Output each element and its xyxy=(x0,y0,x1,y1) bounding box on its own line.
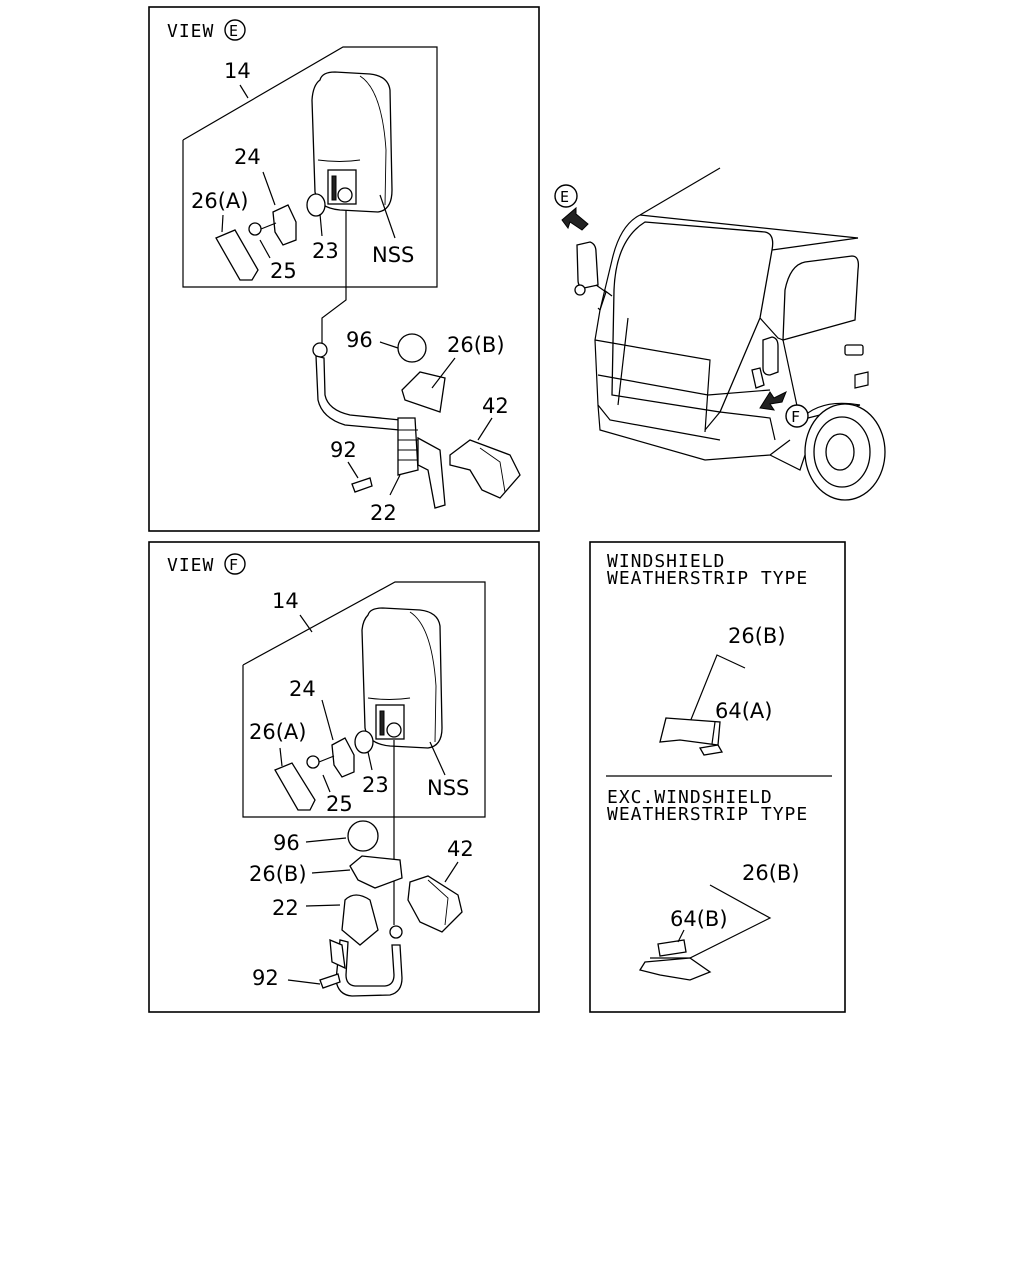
inset-bottom-64b: 64(B) xyxy=(670,907,728,931)
label-nss: NSS xyxy=(372,243,414,267)
inset-bottom-26b: 26(B) xyxy=(742,861,800,885)
seal-26b-f xyxy=(349,855,403,889)
view-e-marker xyxy=(224,19,246,41)
label-96-f: 96 xyxy=(273,831,300,855)
label-26a: 26(A) xyxy=(191,189,248,213)
mirror-head xyxy=(311,71,393,213)
inset-top-26b: 26(B) xyxy=(728,624,786,648)
view-f-arrow-marker xyxy=(785,404,809,428)
truck-illustration: E F xyxy=(554,167,886,501)
view-e-arrow-marker xyxy=(554,184,578,208)
mirror-stay xyxy=(312,210,446,509)
label-42: 42 xyxy=(482,394,509,418)
mirror-stay-f xyxy=(329,894,403,997)
label-nss-f: NSS xyxy=(427,776,469,800)
panel-view-e: VIEW E xyxy=(148,6,540,532)
label-26a-f: 26(A) xyxy=(249,720,306,744)
label-25: 25 xyxy=(270,259,297,283)
label-26b-f: 26(B) xyxy=(249,862,307,886)
label-96: 96 xyxy=(346,328,373,352)
panel-e-frame xyxy=(148,6,540,532)
seal-26b-top xyxy=(659,717,721,746)
cap-23 xyxy=(306,193,326,217)
screw-25-f xyxy=(306,755,320,769)
view-f-marker xyxy=(224,553,246,575)
cap-96-f xyxy=(347,820,379,852)
cap-96 xyxy=(397,333,427,363)
panel-view-f: VIEW F xyxy=(148,541,540,1013)
bolt-92 xyxy=(351,477,373,493)
base-42 xyxy=(449,439,521,499)
label-42-f: 42 xyxy=(447,837,474,861)
bracket-24-f xyxy=(331,737,355,778)
inset-bottom-bracket xyxy=(650,884,772,959)
label-14: 14 xyxy=(224,59,251,83)
inset-top-caption-1: WINDSHIELD xyxy=(607,551,725,572)
label-22: 22 xyxy=(370,501,397,525)
bracket-24 xyxy=(272,204,297,246)
inset-top-bracket xyxy=(689,654,746,723)
label-24: 24 xyxy=(234,145,261,169)
inset-top-64a: 64(A) xyxy=(715,699,772,723)
inset-bottom-caption-2: WEATHERSTRIP TYPE xyxy=(607,804,808,825)
view-e-arrow-letter: E xyxy=(560,188,570,206)
inset-weatherstrip-types: WINDSHIELD WEATHERSTRIP TYPE 26(B) 64(A)… xyxy=(589,541,846,1013)
label-92: 92 xyxy=(330,438,357,462)
view-e-letter: E xyxy=(229,22,239,40)
seal-26b xyxy=(401,371,446,413)
base-42-f xyxy=(407,875,463,933)
label-25-f: 25 xyxy=(326,792,353,816)
piece-64a xyxy=(698,744,724,756)
inset-frame xyxy=(589,541,846,1013)
bolt-92-f xyxy=(319,973,341,989)
label-92-f: 92 xyxy=(252,966,279,990)
cover-26a xyxy=(215,229,259,281)
label-23-f: 23 xyxy=(362,773,389,797)
label-22-f: 22 xyxy=(272,896,299,920)
cover-26a-f xyxy=(274,762,316,811)
cap-23-f xyxy=(354,730,374,754)
assembly-outline-f xyxy=(242,581,486,818)
inset-top-caption-2: WEATHERSTRIP TYPE xyxy=(607,568,808,589)
mirror-head-f xyxy=(361,607,443,749)
panel-f-title: VIEW xyxy=(167,555,214,576)
label-24-f: 24 xyxy=(289,677,316,701)
piece-64b xyxy=(657,939,687,957)
inset-bottom-caption-1: EXC.WINDSHIELD xyxy=(607,787,773,808)
screw-25 xyxy=(248,222,262,236)
view-f-arrow-letter: F xyxy=(791,408,801,426)
view-f-letter: F xyxy=(229,556,239,574)
label-23: 23 xyxy=(312,239,339,263)
panel-f-frame xyxy=(148,541,540,1013)
label-26b: 26(B) xyxy=(447,333,505,357)
assembly-outline xyxy=(182,46,438,288)
panel-e-title: VIEW xyxy=(167,21,214,42)
seal-26b-bottom xyxy=(638,957,712,981)
label-14-f: 14 xyxy=(272,589,299,613)
